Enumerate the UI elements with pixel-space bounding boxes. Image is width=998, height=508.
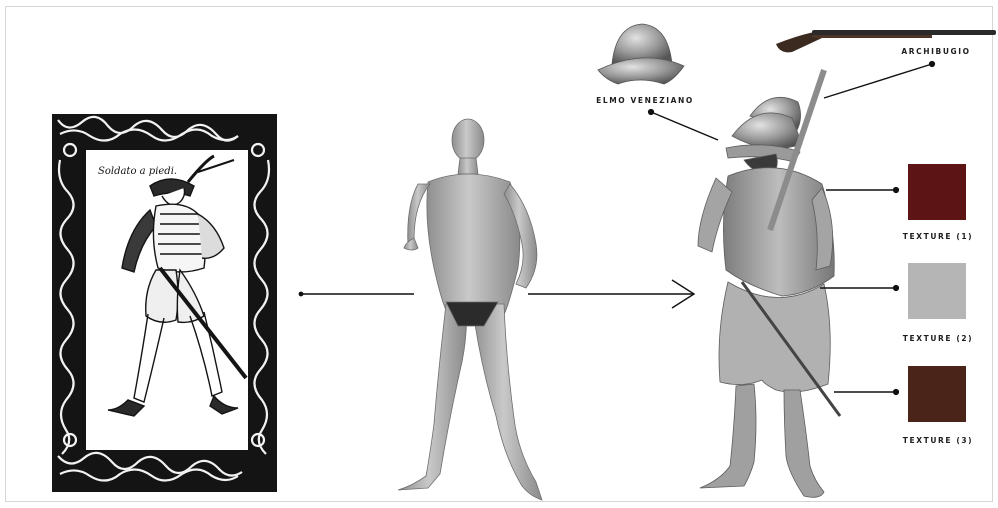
label-gun: ARCHIBUGIO	[901, 47, 970, 56]
woodcut-print: Soldato a piedi.	[52, 114, 277, 492]
base-mesh-figure	[398, 119, 542, 500]
leader-texture-1	[826, 188, 898, 193]
woodcut-caption: Soldato a piedi.	[98, 166, 177, 177]
leader-gun	[824, 62, 934, 98]
transformation-arrow	[528, 280, 694, 308]
texture-2-swatch	[908, 263, 966, 319]
armored-soldier-model	[698, 70, 840, 497]
label-texture-2: TEXTURE (2)	[903, 334, 973, 343]
connector-dot-left	[299, 292, 304, 297]
label-texture-3: TEXTURE (3)	[903, 436, 973, 445]
leader-texture-2	[820, 286, 898, 291]
venetian-helmet-image	[598, 24, 684, 84]
leader-texture-3	[834, 390, 898, 395]
texture-1-swatch	[908, 164, 966, 220]
label-texture-1: TEXTURE (1)	[903, 232, 973, 241]
label-helmet: ELMO VENEZIANO	[596, 96, 694, 105]
texture-3-swatch	[908, 366, 966, 422]
leader-helmet	[649, 110, 718, 140]
